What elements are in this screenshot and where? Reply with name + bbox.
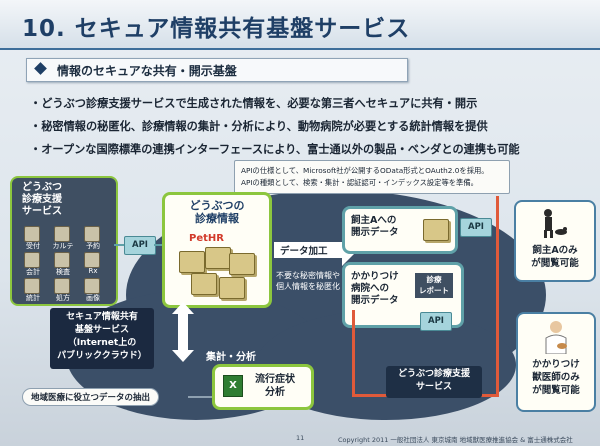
api-left-connector <box>154 244 164 246</box>
app-icon-label: Rx <box>88 267 98 275</box>
app-icon-label: 処方 <box>56 294 70 302</box>
record-folder-icon <box>191 273 217 295</box>
cloud-service-label: セキュア情報共有 基盤サービス （Internet上の パブリッククラウド） <box>50 308 154 369</box>
owner-access-panel: 飼主Aのみ が閲覧可能 <box>514 200 596 282</box>
anonymize-note: 不要な秘密情報や 個人情報を秘匿化 <box>276 271 340 291</box>
down-arrowhead <box>172 350 194 362</box>
bullet-item: ・秘密情報の秘匿化、診療情報の集計・分析により、動物病院が必要とする統計情報を提… <box>30 120 488 133</box>
vet-access-panel: かかりつけ 獣医師のみ が閲覧可能 <box>516 312 596 412</box>
bullet-item: ・オープンな国際標準の連携インターフェースにより、富士通以外の製品・ベンダとの連… <box>30 143 520 156</box>
app-icon <box>24 226 40 242</box>
left-service-panel: どうぶつ 診療支援 サービス 受付 カルテ 予約 会計 検査 Rx <box>10 176 118 306</box>
diamond-bullet-icon <box>34 62 47 75</box>
connector-line <box>352 310 355 396</box>
vet-disclosure-label: かかりつけ 病院への 開示データ <box>351 271 399 306</box>
app-icon-label: 検査 <box>56 268 70 276</box>
note-line: APIの種類として、検索・集計・認証認可・インデックス設定等を準備。 <box>241 178 478 187</box>
sub-header: 情報のセキュアな共有・開示基盤 <box>26 58 408 82</box>
api-spec-note: APIの仕様として、Microsoft社が公開するOData形式とOAuth2.… <box>234 160 510 194</box>
app-icon <box>84 226 100 242</box>
vet-access-label: かかりつけ 獣医師のみ が閲覧可能 <box>532 359 580 396</box>
bullet-list: ・どうぶつ診療支援サービスで生成された情報を、必要な第三者へセキュアに共有・開示… <box>30 92 590 161</box>
api-left-connector <box>114 244 124 246</box>
page-number: 11 <box>296 434 305 442</box>
app-icon <box>54 226 70 242</box>
app-icon-label: カルテ <box>52 242 74 250</box>
api-label: API <box>460 218 492 237</box>
connector-line <box>496 196 499 396</box>
api-label: API <box>124 236 156 255</box>
record-folder-icon <box>205 247 231 269</box>
note-line: APIの仕様として、Microsoft社が公開するOData形式とOAuth2.… <box>241 166 489 175</box>
pethr-panel: どうぶつの 診療情報 PetHR <box>162 192 272 308</box>
app-icon <box>54 278 70 294</box>
app-icon <box>54 252 70 268</box>
app-icon <box>24 278 40 294</box>
owner-disclosure-panel: 飼主Aへの 開示データ <box>342 206 458 254</box>
api-label: API <box>420 312 452 331</box>
app-icon-grid: 受付 カルテ 予約 会計 検査 Rx 統計 処方 画像 <box>20 222 110 302</box>
record-folder-icon <box>179 251 205 273</box>
owner-access-label: 飼主Aのみ が閲覧可能 <box>531 245 579 269</box>
app-icon <box>84 252 100 268</box>
regional-label: 地域医療に役立つデータの抽出 <box>22 388 160 406</box>
app-icon-label: 受付 <box>26 242 40 250</box>
medical-report-badge: 診療 レポート <box>415 273 453 298</box>
bullet-item: ・どうぶつ診療支援サービスで生成された情報を、必要な第三者へセキュアに共有・開示 <box>30 97 478 110</box>
epidemic-label: 流行症状 分析 <box>255 374 295 398</box>
regional-connector <box>188 396 212 398</box>
app-icon-label: 会計 <box>26 268 40 276</box>
architecture-diagram: APIの仕様として、Microsoft社が公開するOData形式とOAuth2.… <box>6 160 598 430</box>
app-icon-label: 統計 <box>26 294 40 302</box>
pethr-title: どうぶつの 診療情報 <box>189 199 245 225</box>
app-icon <box>24 252 40 268</box>
aggregate-label: 集計・分析 <box>206 352 256 363</box>
left-service-title: どうぶつ 診療支援 サービス <box>22 182 62 217</box>
data-process-arrow <box>274 242 344 258</box>
up-down-arrow <box>178 312 188 352</box>
bottom-service-label: どうぶつ診療支援 サービス <box>386 366 482 398</box>
record-folder-icon <box>229 253 255 275</box>
pethr-logo: PetHR <box>189 233 224 244</box>
copyright: Copyright 2011 一般社団法人 東京城南 地域獣医療推進協会 & 富… <box>338 436 573 444</box>
up-arrowhead <box>172 302 194 314</box>
sub-header-text: 情報のセキュアな共有・開示基盤 <box>57 64 237 78</box>
slide-title: 10. セキュア情報共有基盤サービス <box>22 16 411 42</box>
owner-disclosure-label: 飼主Aへの 開示データ <box>351 215 399 238</box>
record-folder-icon <box>423 219 449 241</box>
app-icon-label: 画像 <box>86 294 100 302</box>
app-icon-label: 予約 <box>86 242 100 250</box>
data-process-label: データ加工 <box>280 246 328 257</box>
epidemic-analysis-panel: X 流行症状 分析 <box>212 364 314 410</box>
title-bar: 10. セキュア情報共有基盤サービス <box>0 0 600 50</box>
app-icon <box>84 278 100 294</box>
record-folder-icon <box>219 277 245 299</box>
excel-icon: X <box>223 375 243 397</box>
owner-with-dog-icon <box>538 208 568 238</box>
veterinarian-icon <box>542 320 570 355</box>
